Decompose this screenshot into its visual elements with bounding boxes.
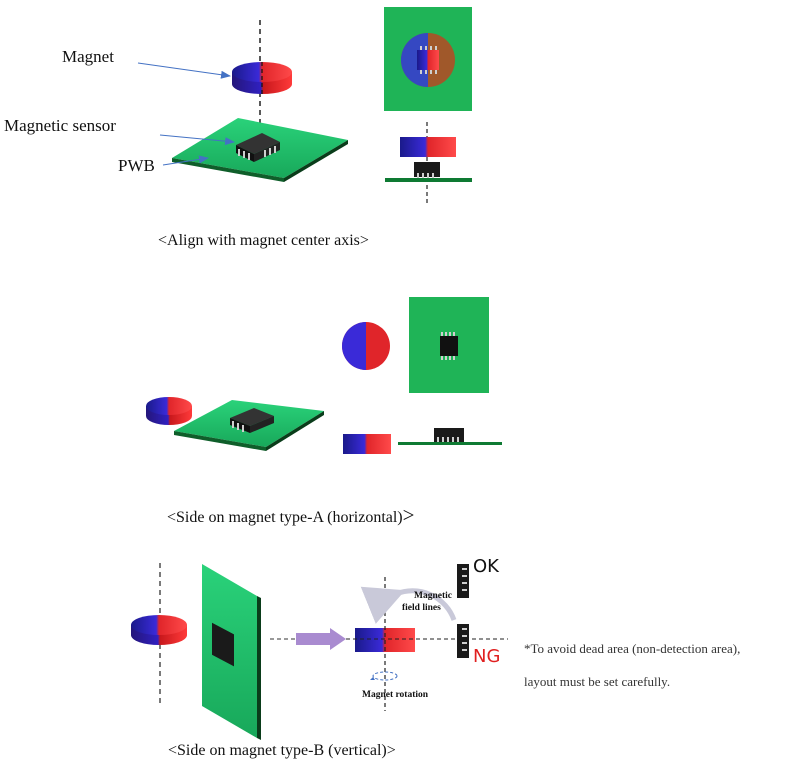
section-3-type-b-vertical: Magnetic field lines Magnet rotation OK (131, 556, 740, 759)
pwb-leader-arrow (162, 155, 209, 166)
magnetic-sensor-label: Magnetic sensor (4, 116, 116, 135)
note-line-2: layout must be set carefully. (524, 674, 670, 689)
rotation-arrow (370, 671, 398, 681)
side-view-aligned (385, 122, 472, 205)
magnet-leader-arrow (137, 62, 231, 79)
pwb-label: PWB (118, 156, 155, 175)
field-lines-label: Magnetic field lines (402, 591, 454, 613)
caption-1: <Align with magnet center axis> (158, 232, 369, 249)
magnet-label: Magnet (62, 47, 114, 66)
magnet-rotation-label: Magnet rotation (362, 690, 429, 700)
magnetic-sensor-chip-2 (230, 408, 274, 433)
sensor-ok-orientation (457, 564, 469, 598)
magnet-top-view-circle (342, 322, 390, 370)
caption-3: <Side on magnet type-B (vertical)> (168, 742, 396, 759)
vertical-pwb-board (202, 564, 261, 740)
side-view-type-a (343, 428, 502, 454)
caption-2: <Side on magnet type-A (horizontal)> (167, 503, 414, 527)
field-lines-arrow (360, 586, 457, 624)
section-1-align-center-axis: Magnet Magnetic sensor PWB (4, 7, 472, 249)
note-line-1: *To avoid dead area (non-detection area)… (524, 641, 740, 656)
sensor-ng-orientation (457, 624, 469, 658)
magnet-disc (232, 62, 292, 94)
ng-label: NG (473, 646, 500, 667)
magnet-disc-side (146, 397, 192, 425)
board-top-view-2 (409, 297, 489, 393)
magnetic-sensor-chip (236, 133, 280, 162)
ok-label: OK (473, 556, 500, 577)
top-view-aligned (384, 7, 472, 111)
magnet-disc-3 (131, 615, 187, 645)
section-2-type-a-horizontal: <Side on magnet type-A (horizontal)> (146, 297, 502, 527)
sensor-leader-arrow (159, 134, 235, 146)
approach-arrow (270, 628, 346, 650)
